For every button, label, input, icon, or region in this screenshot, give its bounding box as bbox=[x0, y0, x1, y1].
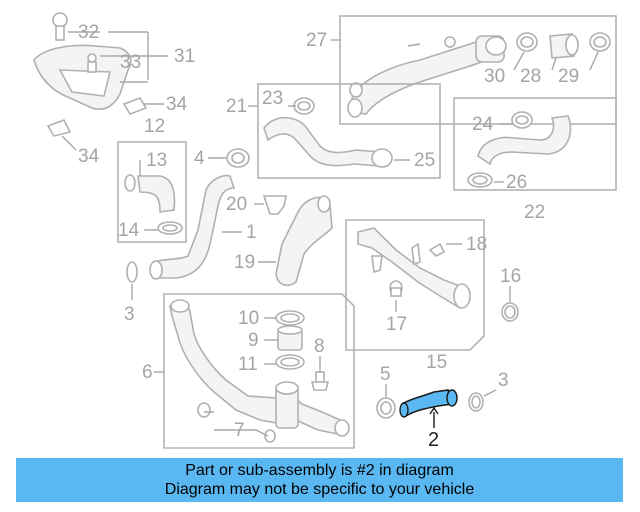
assembly-31 bbox=[33, 12, 132, 110]
callout-12: 12 bbox=[144, 116, 165, 137]
part-8-bolt bbox=[310, 371, 330, 391]
part-9-sleeve bbox=[277, 325, 303, 351]
callout-3-right: 3 bbox=[498, 370, 509, 391]
callout-18: 18 bbox=[466, 234, 487, 255]
callout-15: 15 bbox=[426, 352, 447, 373]
callout-17: 17 bbox=[386, 314, 407, 335]
assembly-6-box bbox=[163, 293, 355, 449]
parts-diagram: 32 33 31 34 12 34 13 14 4 1 3 20 19 21 2… bbox=[33, 12, 617, 451]
part-5-clamp bbox=[376, 397, 396, 419]
callout-24: 24 bbox=[472, 114, 494, 135]
callout-10: 10 bbox=[238, 308, 259, 329]
part-34-bracket-a bbox=[122, 97, 148, 115]
part-3-oring-left bbox=[126, 261, 138, 283]
assembly-21-box bbox=[257, 83, 441, 179]
callout-34-bottom: 34 bbox=[78, 146, 100, 167]
callout-22: 22 bbox=[524, 202, 545, 223]
callout-27: 27 bbox=[306, 30, 327, 51]
callout-31: 31 bbox=[174, 46, 195, 67]
callout-9: 9 bbox=[248, 330, 259, 351]
part-30-clamp bbox=[516, 32, 538, 52]
callout-2-highlighted: 2 bbox=[428, 429, 439, 451]
callout-1: 1 bbox=[246, 222, 257, 243]
callout-26: 26 bbox=[506, 172, 527, 193]
callout-13: 13 bbox=[146, 150, 167, 171]
callout-34-top: 34 bbox=[166, 94, 188, 115]
callout-11: 11 bbox=[238, 354, 258, 375]
callout-8: 8 bbox=[314, 336, 325, 357]
part-11-clamp bbox=[275, 354, 305, 370]
callout-29: 29 bbox=[558, 66, 579, 87]
callout-labels: 32 33 31 34 12 34 13 14 4 1 3 20 19 21 2… bbox=[78, 22, 579, 451]
callout-6: 6 bbox=[142, 362, 153, 383]
part-20-bracket bbox=[262, 195, 287, 215]
callout-32: 32 bbox=[78, 22, 99, 43]
part-16-oring bbox=[501, 302, 519, 322]
assembly-22-box bbox=[453, 97, 617, 191]
part-4-clamp bbox=[226, 148, 250, 168]
part-10-clamp bbox=[275, 310, 305, 326]
callout-16: 16 bbox=[500, 266, 521, 287]
callout-33: 33 bbox=[120, 52, 141, 73]
assembly-15-box bbox=[345, 219, 485, 351]
part-2-hose-highlighted bbox=[399, 389, 458, 418]
callout-23: 23 bbox=[262, 88, 283, 109]
callout-7: 7 bbox=[234, 420, 245, 441]
part-1-hose bbox=[149, 174, 236, 280]
part-34-bracket-b bbox=[46, 118, 72, 137]
callout-20: 20 bbox=[226, 194, 247, 215]
info-banner: Part or sub-assembly is #2 in diagram Di… bbox=[16, 458, 623, 502]
banner-line-1: Part or sub-assembly is #2 in diagram bbox=[185, 462, 454, 479]
callout-4: 4 bbox=[194, 148, 205, 169]
part-29-clamp bbox=[589, 32, 611, 52]
callout-5: 5 bbox=[380, 364, 391, 385]
callout-19: 19 bbox=[234, 252, 255, 273]
banner-line-2: Diagram may not be specific to your vehi… bbox=[164, 481, 475, 498]
callout-30: 30 bbox=[484, 66, 505, 87]
callout-28: 28 bbox=[520, 66, 541, 87]
callout-21: 21 bbox=[226, 96, 247, 117]
part-3-oring-right bbox=[468, 392, 484, 412]
callout-25: 25 bbox=[414, 150, 435, 171]
assembly-12-box bbox=[117, 141, 187, 243]
part-28-hose bbox=[549, 33, 579, 59]
callout-14: 14 bbox=[118, 220, 140, 241]
callout-3-left: 3 bbox=[124, 304, 135, 325]
part-19-pipe bbox=[275, 195, 333, 287]
assembly-27-box bbox=[339, 15, 617, 125]
